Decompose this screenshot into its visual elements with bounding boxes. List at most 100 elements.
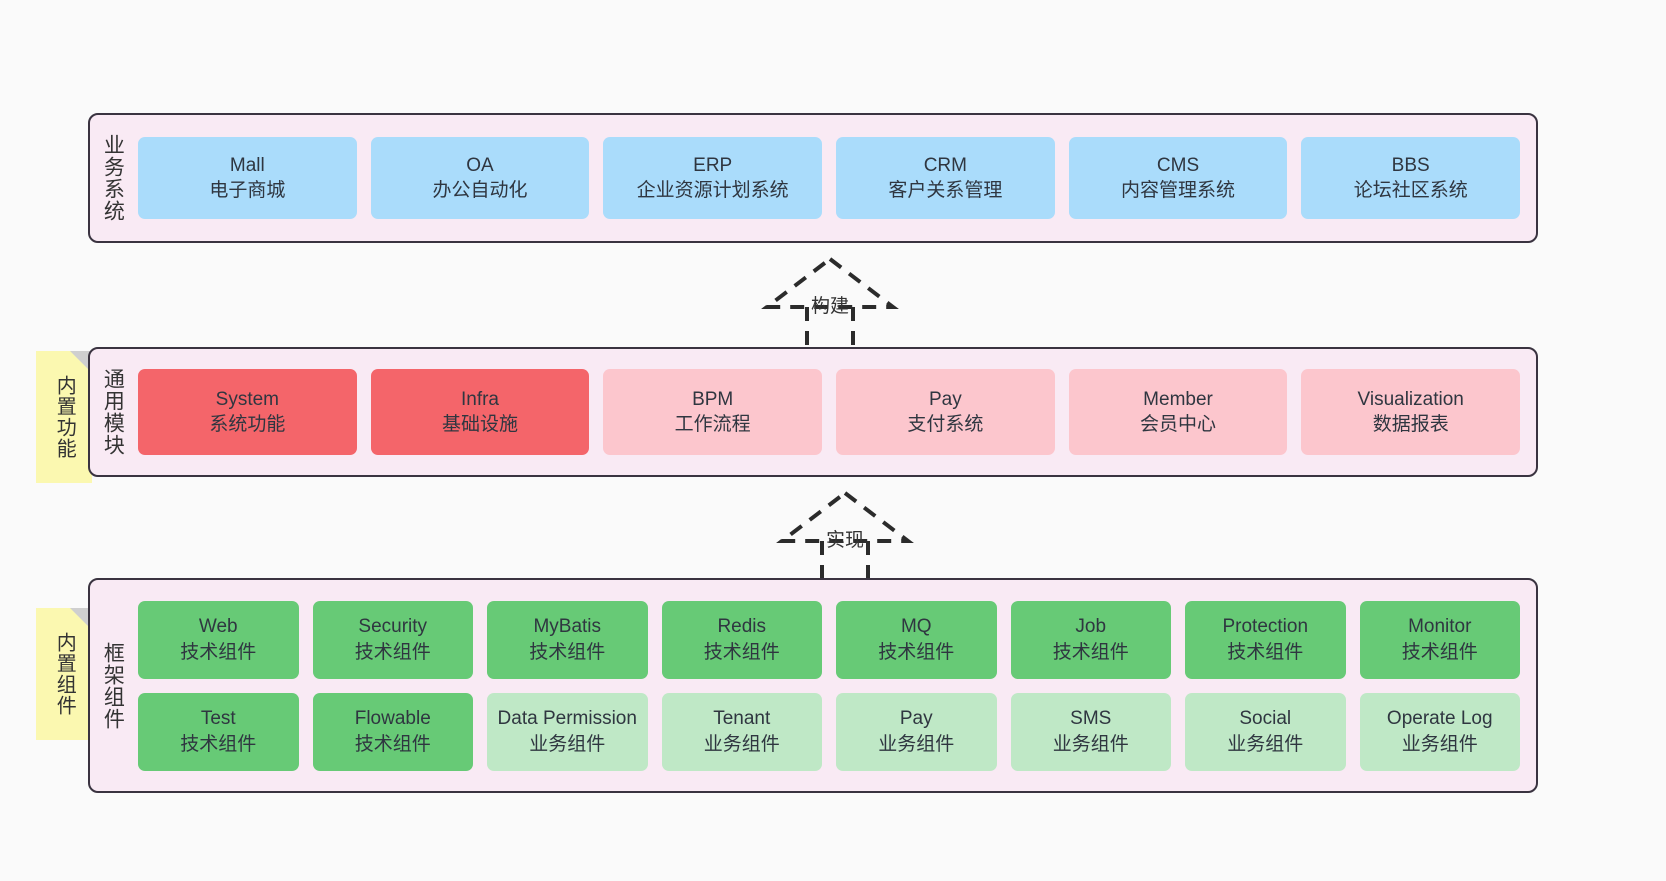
node-security-en: Security bbox=[358, 616, 428, 638]
node-crm-cn: 客户关系管理 bbox=[888, 180, 1003, 201]
node-pay-module-cn: 支付系统 bbox=[907, 414, 984, 435]
node-security-cn: 技术组件 bbox=[354, 641, 431, 663]
node-monitor-cn: 技术组件 bbox=[1401, 641, 1478, 663]
node-visualization[interactable]: Visualization 数据报表 bbox=[1301, 369, 1521, 455]
note-builtin-components: 内置组件 bbox=[36, 608, 92, 740]
node-web[interactable]: Web 技术组件 bbox=[138, 600, 299, 679]
layer-body-common-modules: System 系统功能 Infra 基础设施 BPM 工作流程 Pay 支付系统… bbox=[134, 349, 1536, 475]
node-bpm-en: BPM bbox=[692, 388, 734, 410]
node-flowable[interactable]: Flowable 技术组件 bbox=[312, 692, 473, 771]
node-pay-component-en: Pay bbox=[899, 708, 933, 730]
node-social-cn: 业务组件 bbox=[1227, 733, 1304, 755]
common-modules-row: System 系统功能 Infra 基础设施 BPM 工作流程 Pay 支付系统… bbox=[138, 369, 1521, 455]
node-mybatis[interactable]: MyBatis 技术组件 bbox=[487, 600, 648, 679]
note-builtin-features-label: 内置功能 bbox=[53, 375, 76, 459]
node-visualization-en: Visualization bbox=[1357, 388, 1464, 410]
node-oa-cn: 办公自动化 bbox=[432, 180, 528, 201]
node-member-cn: 会员中心 bbox=[1140, 414, 1217, 435]
node-monitor-en: Monitor bbox=[1408, 616, 1472, 638]
node-crm-en: CRM bbox=[923, 154, 967, 176]
connector-implement: 实现 bbox=[760, 487, 930, 583]
note-builtin-features: 内置功能 bbox=[36, 351, 92, 483]
node-data-permission[interactable]: Data Permission 业务组件 bbox=[487, 692, 648, 771]
node-sms-en: SMS bbox=[1070, 708, 1112, 730]
node-infra-cn: 基础设施 bbox=[442, 414, 519, 435]
note-builtin-components-label: 内置组件 bbox=[53, 632, 76, 716]
node-pay-component-cn: 业务组件 bbox=[878, 733, 955, 755]
node-job[interactable]: Job 技术组件 bbox=[1010, 600, 1171, 679]
node-erp[interactable]: ERP 企业资源计划系统 bbox=[603, 137, 823, 219]
node-infra-en: Infra bbox=[460, 388, 500, 410]
node-tenant-cn: 业务组件 bbox=[703, 733, 780, 755]
node-tenant-en: Tenant bbox=[713, 708, 771, 730]
node-mq-cn: 技术组件 bbox=[878, 641, 955, 663]
node-protection-en: Protection bbox=[1222, 616, 1309, 638]
node-pay-module[interactable]: Pay 支付系统 bbox=[836, 369, 1055, 455]
layer-title-common-modules: 通用模块 bbox=[101, 368, 125, 456]
node-social[interactable]: Social 业务组件 bbox=[1185, 692, 1346, 771]
node-test-en: Test bbox=[200, 708, 236, 730]
node-mybatis-en: MyBatis bbox=[533, 616, 602, 638]
node-job-cn: 技术组件 bbox=[1052, 641, 1129, 663]
node-data-permission-en: Data Permission bbox=[497, 708, 637, 730]
business-systems-row: Mall 电子商城 OA 办公自动化 ERP 企业资源计划系统 CRM 客户关系… bbox=[138, 137, 1521, 219]
node-protection[interactable]: Protection 技术组件 bbox=[1185, 600, 1346, 679]
node-visualization-cn: 数据报表 bbox=[1372, 414, 1449, 435]
node-mybatis-cn: 技术组件 bbox=[529, 641, 606, 663]
note-fold-icon bbox=[70, 608, 92, 630]
node-flowable-en: Flowable bbox=[354, 708, 431, 730]
node-sms-cn: 业务组件 bbox=[1052, 733, 1129, 755]
node-bpm-cn: 工作流程 bbox=[674, 414, 751, 435]
node-flowable-cn: 技术组件 bbox=[354, 733, 431, 755]
node-mq-en: MQ bbox=[900, 616, 932, 638]
layer-body-business-systems: Mall 电子商城 OA 办公自动化 ERP 企业资源计划系统 CRM 客户关系… bbox=[134, 115, 1536, 241]
node-bpm[interactable]: BPM 工作流程 bbox=[603, 369, 823, 455]
layer-framework-components: 框架组件 Web 技术组件 Security 技术组件 MyBatis 技术组件… bbox=[88, 578, 1538, 793]
framework-components-row-biz: Test 技术组件 Flowable 技术组件 Data Permission … bbox=[138, 692, 1520, 771]
node-tenant[interactable]: Tenant 业务组件 bbox=[661, 692, 822, 771]
node-security[interactable]: Security 技术组件 bbox=[312, 600, 473, 679]
node-system-cn: 系统功能 bbox=[209, 414, 286, 435]
connector-build-arrow-icon bbox=[761, 256, 899, 349]
node-member[interactable]: Member 会员中心 bbox=[1068, 369, 1288, 455]
node-cms[interactable]: CMS 内容管理系统 bbox=[1068, 137, 1288, 219]
node-sms[interactable]: SMS 业务组件 bbox=[1010, 692, 1171, 771]
node-job-en: Job bbox=[1075, 616, 1107, 638]
layer-common-modules: 通用模块 System 系统功能 Infra 基础设施 BPM 工作流程 Pay… bbox=[88, 347, 1538, 477]
node-oa-en: OA bbox=[466, 154, 494, 176]
layer-title-framework-components: 框架组件 bbox=[101, 641, 125, 730]
node-data-permission-cn: 业务组件 bbox=[529, 733, 606, 755]
node-social-en: Social bbox=[1239, 708, 1292, 730]
node-cms-cn: 内容管理系统 bbox=[1121, 180, 1236, 201]
node-bbs-en: BBS bbox=[1391, 154, 1430, 176]
node-crm[interactable]: CRM 客户关系管理 bbox=[836, 137, 1055, 219]
node-oa[interactable]: OA 办公自动化 bbox=[370, 137, 590, 219]
node-mall-en: Mall bbox=[229, 154, 265, 176]
node-web-cn: 技术组件 bbox=[180, 641, 257, 663]
node-mall-cn: 电子商城 bbox=[209, 180, 286, 201]
node-member-en: Member bbox=[1143, 388, 1213, 410]
framework-components-row-tech: Web 技术组件 Security 技术组件 MyBatis 技术组件 Redi… bbox=[138, 600, 1520, 679]
node-redis-cn: 技术组件 bbox=[703, 641, 780, 663]
node-erp-cn: 企业资源计划系统 bbox=[636, 180, 789, 201]
node-erp-en: ERP bbox=[693, 154, 733, 176]
note-fold-icon bbox=[70, 351, 92, 373]
node-system[interactable]: System 系统功能 bbox=[138, 369, 357, 455]
node-infra[interactable]: Infra 基础设施 bbox=[370, 369, 590, 455]
node-redis-en: Redis bbox=[717, 616, 767, 638]
node-mall[interactable]: Mall 电子商城 bbox=[138, 137, 357, 219]
node-mq[interactable]: MQ 技术组件 bbox=[836, 600, 997, 679]
connector-build: 构建 bbox=[745, 253, 915, 349]
node-cms-en: CMS bbox=[1156, 154, 1200, 176]
node-pay-component[interactable]: Pay 业务组件 bbox=[836, 692, 997, 771]
node-redis[interactable]: Redis 技术组件 bbox=[661, 600, 822, 679]
node-operate-log-en: Operate Log bbox=[1386, 708, 1493, 730]
node-operate-log-cn: 业务组件 bbox=[1401, 733, 1478, 755]
layer-title-business-systems: 业务系统 bbox=[101, 134, 125, 222]
node-test-cn: 技术组件 bbox=[180, 733, 257, 755]
node-bbs[interactable]: BBS 论坛社区系统 bbox=[1301, 137, 1521, 219]
node-monitor[interactable]: Monitor 技术组件 bbox=[1359, 600, 1520, 679]
node-test[interactable]: Test 技术组件 bbox=[138, 692, 299, 771]
node-operate-log[interactable]: Operate Log 业务组件 bbox=[1359, 692, 1520, 771]
